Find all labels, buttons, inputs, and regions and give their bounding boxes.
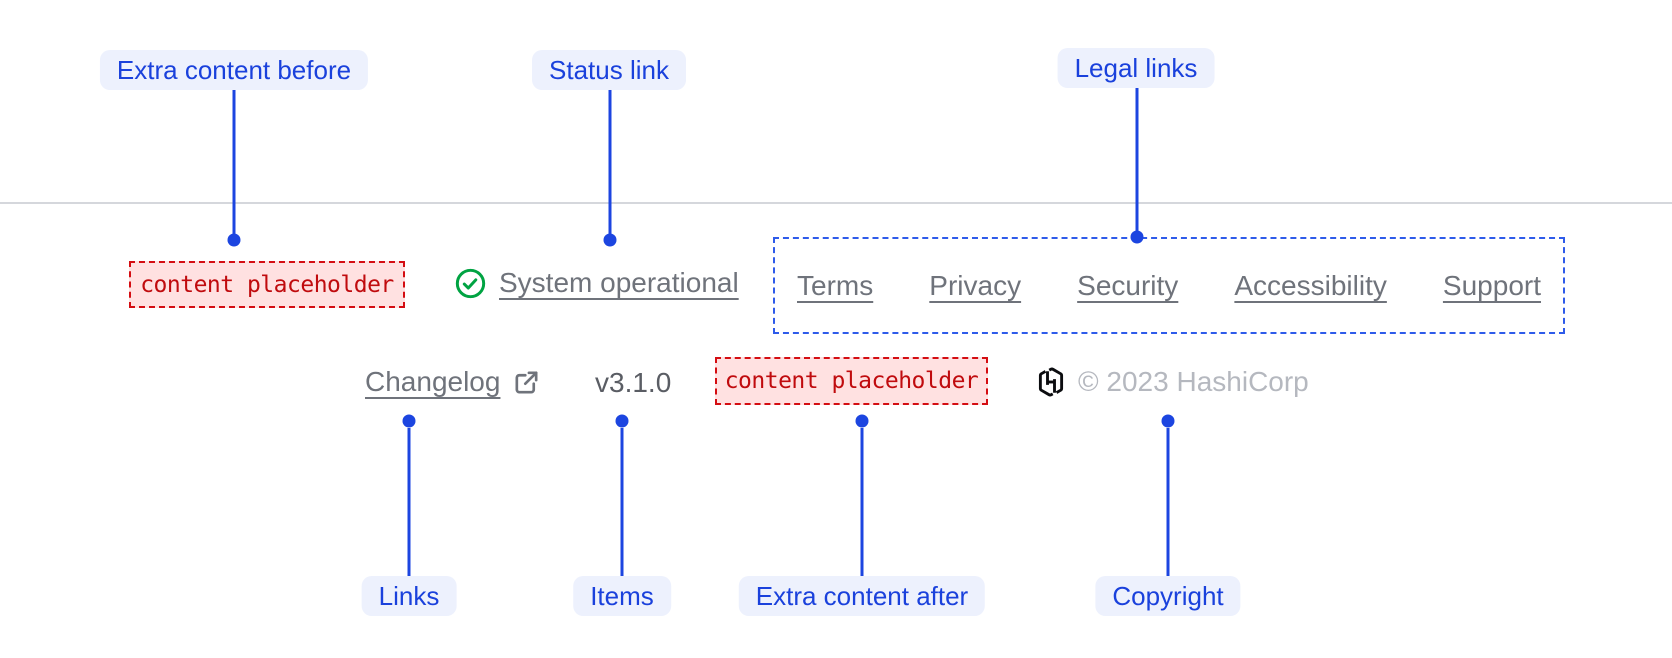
annotation-copyright: Copyright: [1095, 576, 1241, 616]
placeholder-text: content placeholder: [724, 368, 979, 394]
connector-dot: [227, 233, 241, 247]
legal-link-accessibility[interactable]: Accessibility: [1234, 269, 1387, 301]
connector-line: [1166, 428, 1170, 576]
connector-line: [608, 90, 612, 240]
version-text: v3.1.0: [595, 367, 672, 398]
legal-links-region: Terms Privacy Security Accessibility Sup…: [773, 237, 1565, 334]
connector-line: [1135, 88, 1139, 236]
connector-dot: [402, 414, 416, 428]
annotation-items: Items: [573, 576, 671, 616]
connector-dot: [603, 233, 617, 247]
connector-dot: [1161, 414, 1175, 428]
legal-link-terms[interactable]: Terms: [797, 269, 874, 301]
connector-line: [620, 428, 624, 576]
connector-line: [407, 428, 411, 576]
hashicorp-logo-icon: [1038, 367, 1064, 397]
connector-dot: [615, 414, 629, 428]
legal-link-privacy[interactable]: Privacy: [929, 269, 1022, 301]
annotation-status-link: Status link: [532, 50, 686, 90]
changelog-link-label: Changelog: [365, 366, 501, 397]
footer-item-version: v3.1.0: [595, 366, 671, 400]
status-link[interactable]: System operational: [455, 267, 739, 299]
connector-line: [860, 428, 864, 576]
connector-dot: [855, 414, 869, 428]
external-link-icon: [515, 371, 538, 393]
annotation-links: Links: [361, 576, 457, 616]
status-link-label: System operational: [499, 267, 739, 298]
extra-content-after-placeholder: content placeholder: [715, 357, 988, 405]
annotation-legal-links: Legal links: [1057, 48, 1215, 88]
changelog-link[interactable]: Changelog: [365, 366, 541, 398]
placeholder-text: content placeholder: [140, 271, 394, 298]
annotation-extra-content-before: Extra content before: [99, 50, 369, 90]
copyright-block: © 2023 HashiCorp: [1036, 366, 1309, 398]
legal-link-security[interactable]: Security: [1077, 269, 1179, 301]
annotation-extra-content-after: Extra content after: [738, 576, 986, 616]
connector-line: [232, 90, 236, 240]
footer-top-divider: [0, 202, 1672, 204]
check-circle-icon: [455, 268, 486, 298]
copyright-text: © 2023 HashiCorp: [1078, 366, 1309, 397]
legal-link-support[interactable]: Support: [1442, 269, 1541, 301]
extra-content-before-placeholder: content placeholder: [129, 261, 405, 308]
connector-dot: [1130, 230, 1144, 244]
